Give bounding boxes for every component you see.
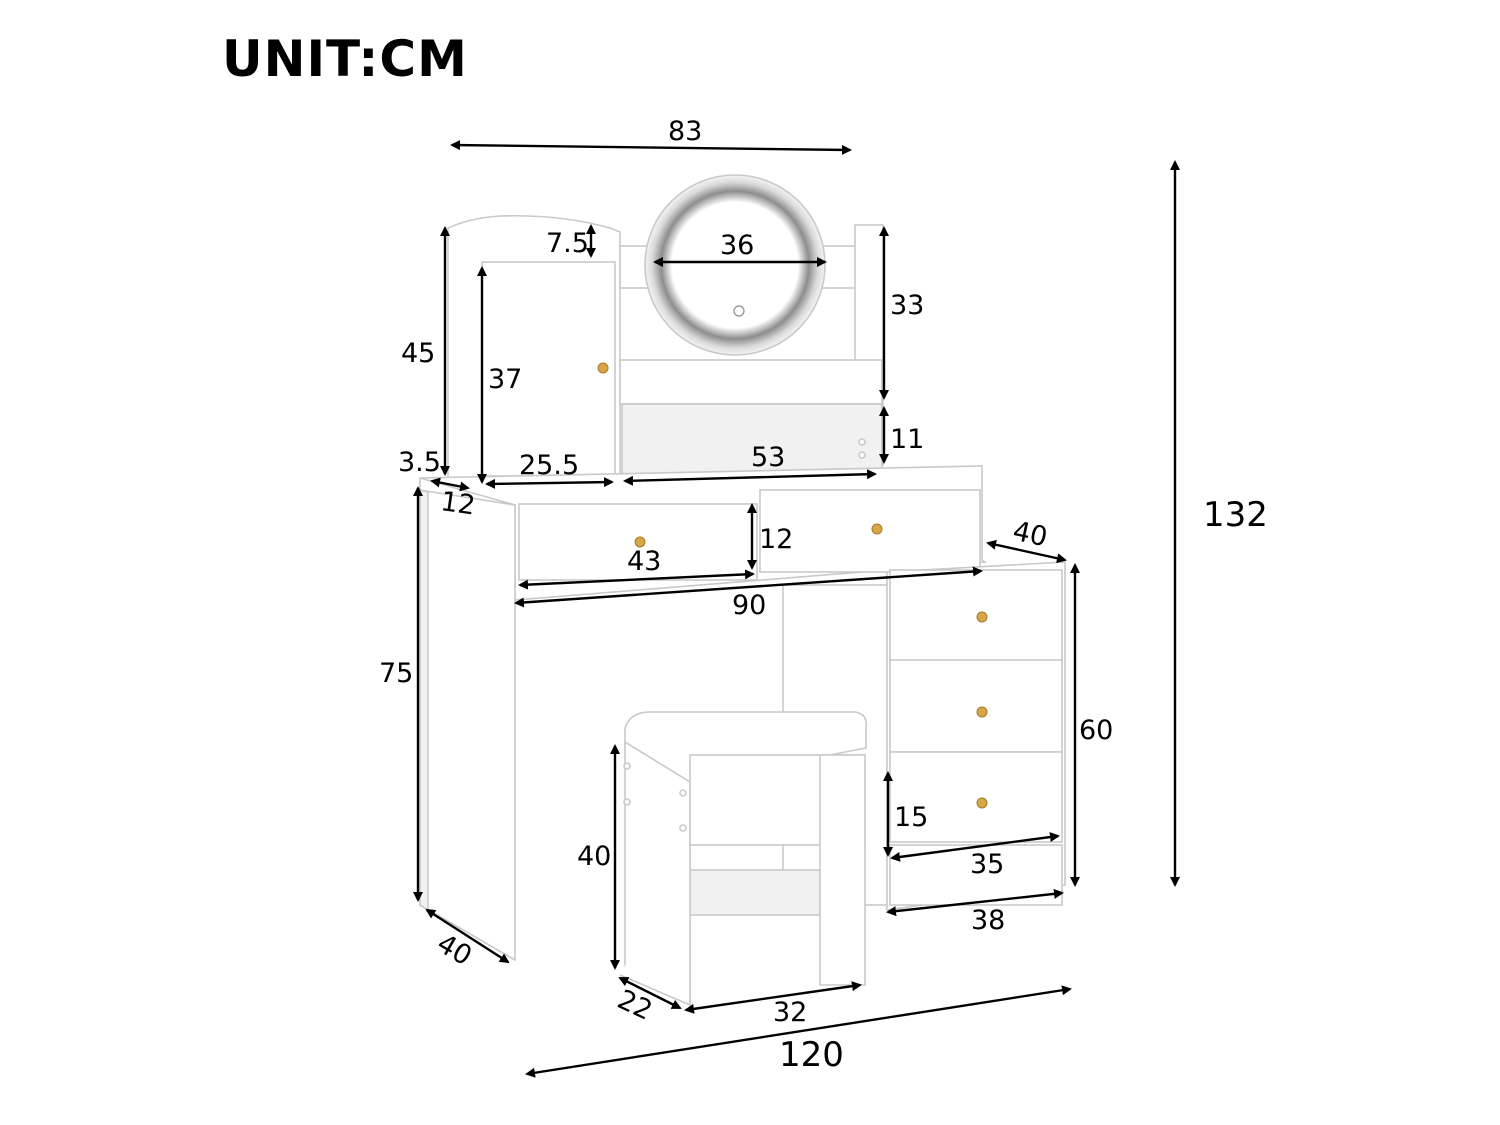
label-stool-depth: 22	[613, 984, 657, 1027]
cabinet-door	[481, 261, 616, 477]
label-drawer-height: 12	[759, 524, 793, 555]
cabinet-knob	[597, 362, 609, 374]
hutch-shelf	[619, 359, 883, 405]
drawer-right	[759, 489, 981, 573]
label-cabinet-door-height: 37	[488, 364, 522, 395]
led-mirror	[644, 174, 826, 356]
stool-crossbar	[689, 869, 821, 916]
label-side-cabinet-height: 60	[1079, 715, 1113, 746]
side-drawer-2	[889, 659, 1063, 753]
label-bottom-drawer-height: 15	[894, 802, 928, 833]
label-hutch-base-offset: 3.5	[398, 447, 441, 478]
label-total-height: 132	[1203, 495, 1268, 535]
label-stool-height: 40	[577, 841, 611, 872]
label-desk-height: 75	[379, 658, 413, 689]
side-drawer-1	[889, 569, 1063, 666]
label-side-cabinet-depth: 40	[1010, 516, 1050, 553]
label-hutch-height: 45	[401, 338, 435, 369]
label-cabinet-top-arch: 7.5	[546, 228, 589, 259]
label-hutch-depth: 12	[439, 486, 477, 521]
label-mirror-diameter: 36	[720, 230, 754, 261]
label-total-width: 120	[779, 1035, 844, 1075]
stool-cushion	[624, 711, 868, 783]
label-cabinet-width: 25.5	[519, 450, 579, 481]
label-mirror-post-height: 33	[890, 290, 924, 321]
stool-leg-right	[819, 754, 866, 986]
vanity-illustration	[419, 174, 1066, 1007]
unit-label: UNIT:CM	[222, 30, 468, 88]
label-mirror-frame-width: 83	[668, 116, 702, 147]
dimension-arrows	[413, 140, 1180, 1078]
label-desk-top-width: 90	[732, 590, 766, 621]
left-leg	[419, 489, 516, 962]
label-stool-width: 32	[773, 997, 807, 1028]
label-drawer-width: 43	[627, 546, 661, 577]
label-open-shelf-width: 53	[751, 442, 785, 473]
label-side-drawer-width: 35	[970, 849, 1004, 880]
label-side-cabinet-width: 38	[971, 905, 1005, 936]
side-drawer-3	[889, 751, 1063, 843]
label-open-shelf-height: 11	[890, 424, 924, 455]
